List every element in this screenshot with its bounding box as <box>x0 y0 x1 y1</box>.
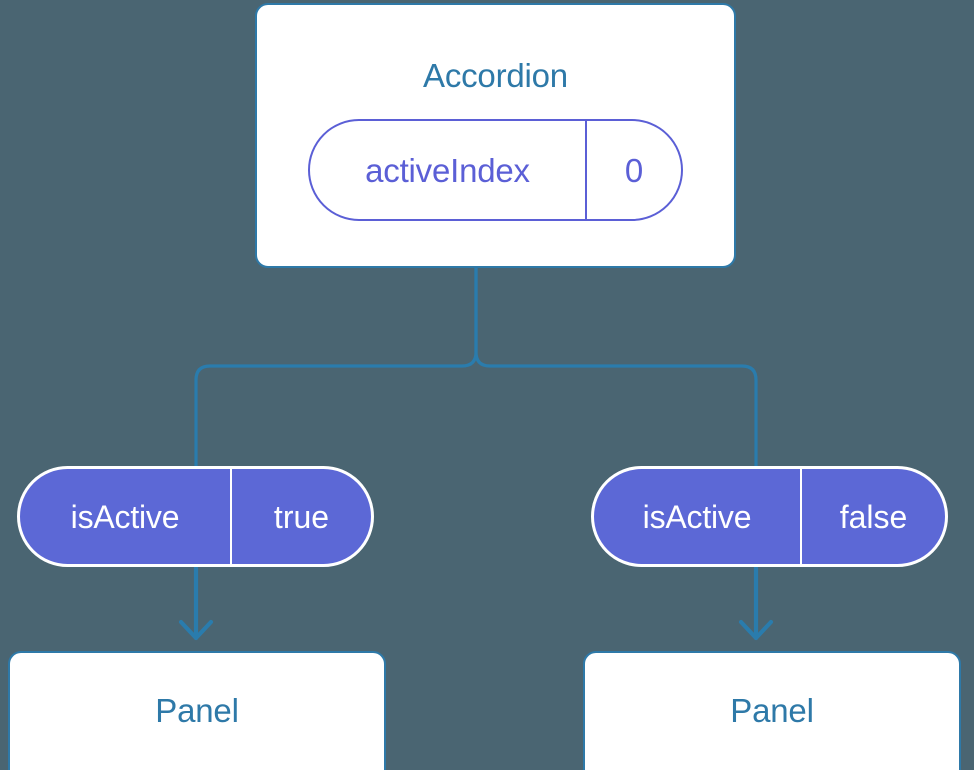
arrow-down-icon-left <box>178 565 214 641</box>
accordion-title: Accordion <box>423 57 568 94</box>
panel-node-right[interactable]: Panel <box>583 651 961 770</box>
prop-pill-key: isActive <box>20 469 232 564</box>
prop-pill-value: false <box>839 498 908 535</box>
state-pill-key: activeIndex <box>310 121 587 219</box>
connector-branch-path <box>194 265 478 468</box>
state-pill-value: 0 <box>624 151 644 189</box>
prop-pill-value: true <box>273 498 330 535</box>
panel-title: Panel <box>155 691 239 729</box>
connector-branch-path <box>474 265 758 468</box>
state-pill-activeindex[interactable]: activeIndex 0 <box>308 119 683 221</box>
prop-pill-isactive-true[interactable]: isActive true <box>17 466 374 567</box>
panel-title: Panel <box>730 691 814 729</box>
panel-node-left[interactable]: Panel <box>8 651 386 770</box>
arrow-down-icon-right <box>738 565 774 641</box>
prop-pill-isactive-false[interactable]: isActive false <box>591 466 948 567</box>
prop-pill-key: isActive <box>594 469 802 564</box>
